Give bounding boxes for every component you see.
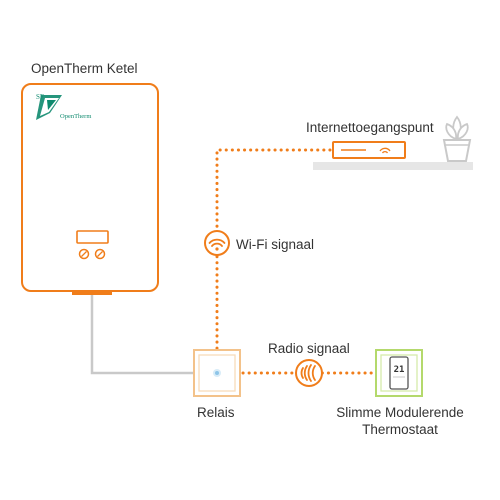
relay <box>193 349 241 397</box>
boiler-base <box>72 290 112 295</box>
thermostat-device <box>389 356 409 390</box>
router-shelf-group <box>313 115 473 170</box>
logo-mark: SF <box>36 93 44 101</box>
radio-label: Radio signaal <box>268 341 350 356</box>
boiler-relay-wire <box>90 295 194 375</box>
thermostat-label-line2: Thermostaat <box>362 422 438 437</box>
plant-icon <box>442 115 472 162</box>
radio-signal-icon <box>295 359 323 387</box>
thermostat-label: Slimme Modulerende Thermostaat <box>320 404 480 438</box>
boiler-display <box>76 230 109 244</box>
wifi-dotted-line <box>215 148 332 352</box>
wifi-icon <box>204 230 230 256</box>
opentherm-logo: SF OpenTherm <box>36 93 91 120</box>
thermostat-label-line1: Slimme Modulerende <box>336 405 464 420</box>
router-icon <box>332 141 406 159</box>
thermostat-display-value: 21 <box>394 365 405 375</box>
boiler: SF OpenTherm <box>21 83 159 295</box>
boiler-title: OpenTherm Ketel <box>31 61 138 76</box>
router-label: Internettoegangspunt <box>306 120 434 135</box>
relay-label: Relais <box>197 405 235 420</box>
wifi-label: Wi-Fi signaal <box>236 237 315 252</box>
shelf <box>313 162 473 170</box>
thermostat: 21 <box>375 349 423 397</box>
logo-text: OpenTherm <box>60 113 91 120</box>
